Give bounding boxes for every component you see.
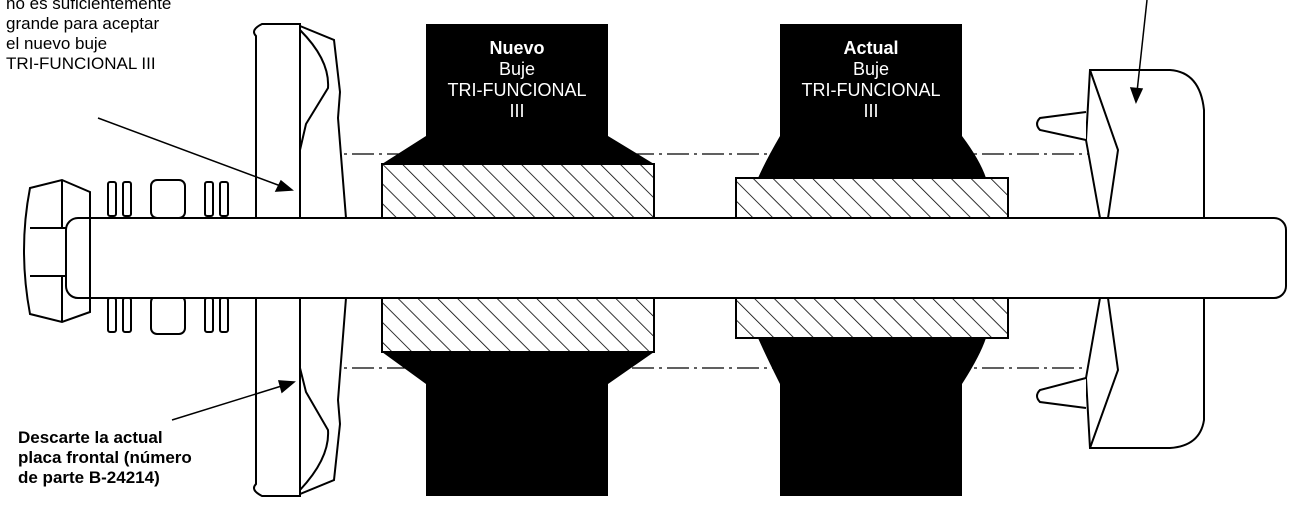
note-top-left-line: no es suficientemente: [6, 0, 172, 13]
end-plate-upper: [1036, 69, 1205, 219]
note-bottom-left-line: de parte B-24214): [18, 468, 160, 487]
new-bushing: [381, 24, 655, 496]
washers-lower: [107, 295, 229, 335]
note-top-left: no es suficientemente grande para acepta…: [6, 0, 171, 74]
current-bushing-title: Actual: [843, 38, 899, 58]
leader-arrows: [97, 0, 1148, 421]
new-bushing-label: Nuevo Buje TRI-FUNCIONAL III: [432, 38, 602, 122]
note-bottom-left-line: Descarte la actual: [18, 428, 163, 447]
new-bushing-line: Buje: [498, 59, 536, 79]
current-bushing: [735, 24, 1009, 496]
note-bottom-left-line: placa frontal (número: [18, 448, 192, 467]
washers-upper: [107, 179, 229, 219]
new-bushing-line: TRI-FUNCIONAL: [447, 80, 587, 100]
note-top-left-line: el nuevo buje: [6, 34, 108, 53]
new-bushing-line: III: [509, 101, 525, 121]
note-bottom-left: Descarte la actual placa frontal (número…: [18, 428, 192, 488]
current-bushing-label: Actual Buje TRI-FUNCIONAL III: [786, 38, 956, 122]
current-bushing-line: Buje: [852, 59, 890, 79]
front-plate-lower: [253, 297, 348, 497]
front-plate-upper: [253, 23, 348, 219]
shaft: [65, 217, 1287, 299]
end-plate-lower: [1036, 297, 1205, 449]
note-top-left-line: grande para aceptar: [6, 14, 160, 33]
current-bushing-line: III: [863, 101, 879, 121]
new-bushing-title: Nuevo: [489, 38, 545, 58]
current-bushing-line: TRI-FUNCIONAL: [801, 80, 941, 100]
note-top-left-line: TRI-FUNCIONAL III: [6, 54, 156, 73]
